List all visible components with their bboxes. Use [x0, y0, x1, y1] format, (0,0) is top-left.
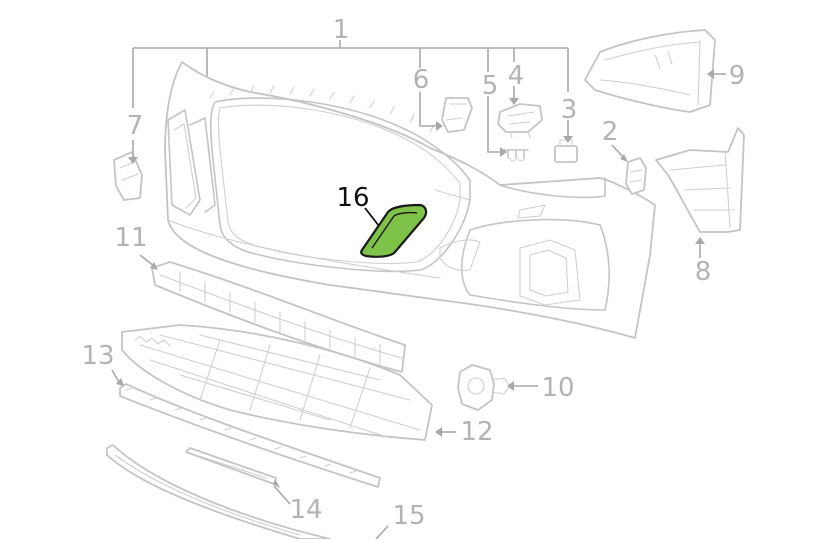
part-5: [487, 96, 529, 162]
callout-15: 15: [392, 501, 425, 531]
part-9: [584, 29, 726, 113]
callout-9: 9: [729, 61, 746, 91]
part-16-highlighted: [360, 203, 428, 258]
callout-13: 13: [81, 341, 114, 371]
callout-labels: 1 2 3 4 5 6 7 8 9 10 11 12 13 14 15 16: [81, 15, 745, 531]
part-2: [611, 144, 647, 195]
callout-1: 1: [333, 15, 350, 45]
part-11: [139, 254, 406, 373]
part-10: [457, 364, 538, 411]
callout-7: 7: [127, 111, 144, 141]
callout-11: 11: [114, 223, 147, 253]
callout-3: 3: [561, 95, 578, 125]
part-7: [113, 140, 143, 201]
callout-12: 12: [460, 417, 493, 447]
part-13: [111, 369, 381, 488]
callout-8: 8: [695, 257, 712, 287]
callout-10: 10: [541, 373, 574, 403]
callout-5: 5: [482, 71, 499, 101]
part-14: [185, 447, 291, 505]
callout-1-bracket: [132, 40, 569, 108]
part-12: [121, 324, 456, 441]
part-6: [419, 92, 473, 133]
callout-6: 6: [413, 65, 430, 95]
bumper-cover: [164, 61, 656, 339]
callout-16: 16: [336, 183, 369, 213]
part-3: [554, 120, 578, 163]
callout-14: 14: [289, 495, 322, 525]
part-4: [497, 86, 543, 139]
callout-4: 4: [508, 61, 525, 91]
callout-2: 2: [602, 117, 619, 147]
part-15: [106, 444, 389, 540]
part-8: [655, 127, 745, 258]
